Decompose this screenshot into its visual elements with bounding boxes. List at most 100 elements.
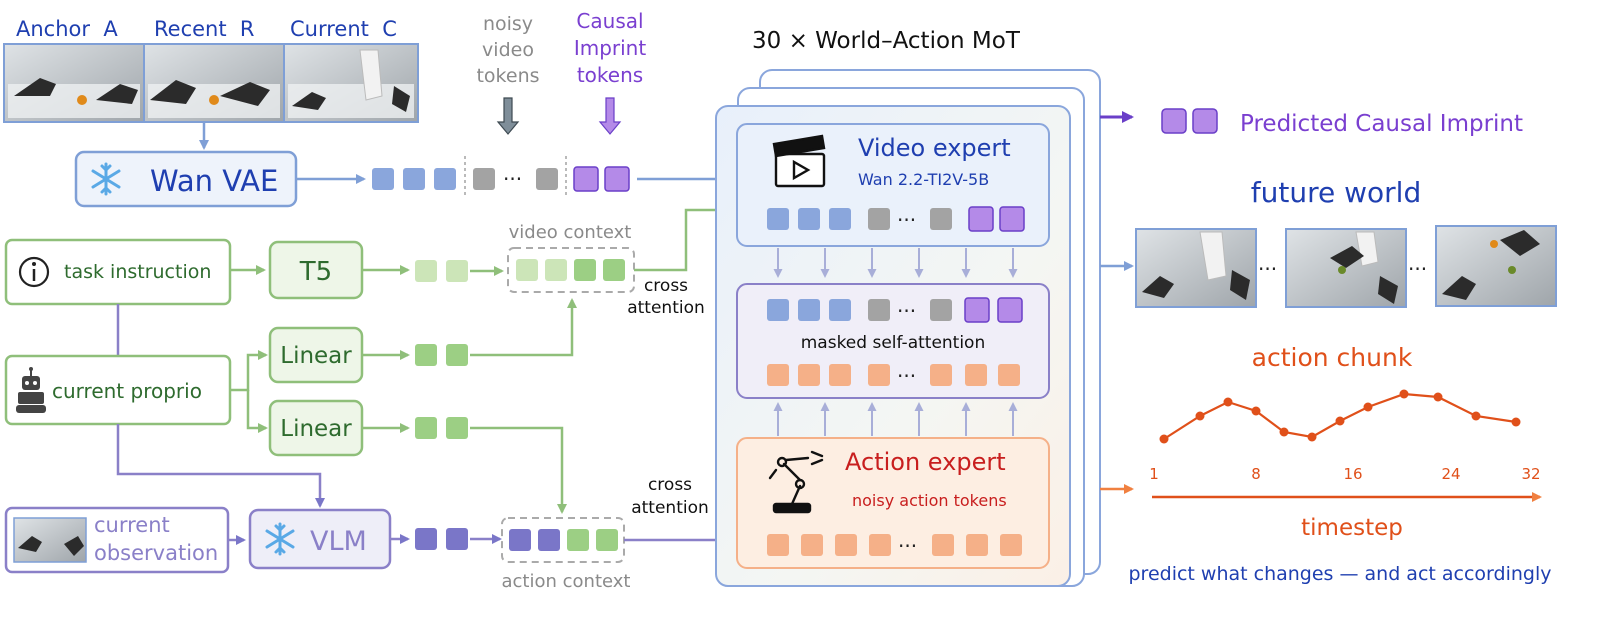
video-expert-block: Video expert Wan 2.2-TI2V-5B ··· [736, 123, 1050, 247]
linear-2-block: Linear [268, 399, 364, 457]
arrows-action-to-attention [773, 402, 1018, 436]
action-curve-line [1163, 392, 1517, 440]
masked-self-attention-label: masked self-attention [801, 333, 986, 353]
svg-text:cross: cross [648, 475, 692, 495]
token-orange [835, 534, 857, 556]
arrow-proprio-to-linear-2 [246, 390, 268, 433]
ellipsis: ··· [897, 364, 916, 388]
token-green-light [516, 259, 538, 281]
down-arrow-icon [598, 97, 622, 135]
vlm-label: VLM [310, 526, 367, 557]
token-orange [1000, 534, 1022, 556]
svg-text:attention: attention [627, 298, 705, 318]
timestep-label: timestep [1301, 515, 1403, 541]
token-orange [801, 534, 823, 556]
arrow-proprio-tokens-to-video-context [470, 298, 577, 357]
frame-current: Current C [283, 17, 419, 123]
current-proprio-block: current proprio [4, 354, 232, 426]
token-purple [573, 166, 599, 192]
token-green [446, 417, 468, 439]
current-observation-block: current observation [4, 506, 230, 574]
robot-gripper-left-icon [150, 80, 196, 104]
robot-gripper-right-icon [220, 82, 270, 106]
input-frames: Anchor A Recent R Current C [3, 17, 419, 123]
tick-label: 16 [1343, 465, 1362, 483]
svg-text:Causal: Causal [576, 9, 643, 33]
action-chunk-curve [1159, 389, 1521, 444]
wan-vae-label: Wan VAE [150, 164, 278, 198]
robot-gripper-right-icon [64, 536, 84, 556]
svg-text:cross: cross [644, 276, 688, 296]
token-purple [964, 297, 990, 323]
ellipsis: ··· [897, 299, 916, 323]
action-expert-subtitle: noisy action tokens [852, 491, 1007, 510]
token-blue [798, 208, 820, 230]
svg-text:tokens: tokens [476, 65, 539, 87]
action-point [1307, 432, 1317, 442]
action-expert-block: Action expert noisy action tokens ··· [736, 437, 1050, 569]
linear-1-label: Linear [280, 343, 352, 369]
token-purple [968, 206, 994, 232]
token-orange [868, 364, 890, 386]
token-blue [798, 299, 820, 321]
ellipsis: ··· [897, 208, 916, 232]
orange-ball-icon [209, 95, 219, 105]
token-gray [473, 168, 495, 190]
token-orange [767, 364, 789, 386]
token-gray [930, 299, 952, 321]
svg-text:attention: attention [631, 498, 709, 518]
linear-1-block: Linear [268, 326, 364, 384]
token-green [415, 344, 437, 366]
token-gray [868, 299, 890, 321]
tick-label: 1 [1149, 465, 1159, 483]
token-navy [538, 529, 560, 551]
action-point [1223, 397, 1233, 407]
token-navy [509, 529, 531, 551]
video-context-label: video context [509, 222, 632, 243]
arrows-video-to-attention [773, 248, 1018, 278]
token-purple [1192, 108, 1218, 134]
predicted-causal-imprint-label: Predicted Causal Imprint [1240, 111, 1523, 137]
down-arrow-icon [496, 97, 520, 135]
action-point [1195, 411, 1205, 421]
frame-current-label: Current C [290, 17, 397, 41]
action-chunk-label: action chunk [1252, 343, 1413, 372]
robot-gripper-right-icon [1378, 276, 1398, 304]
orange-ball-icon [77, 95, 87, 105]
robot-gripper-right-icon [96, 84, 138, 104]
cross-attention-bottom-label: cross attention [631, 475, 709, 518]
robot-icon [16, 367, 46, 413]
ellipsis: ··· [1258, 257, 1277, 281]
token-green [415, 417, 437, 439]
t5-block: T5 [268, 240, 364, 300]
future-world-label: future world [1251, 176, 1421, 209]
robot-gripper-left-icon [1142, 276, 1174, 298]
video-expert-title: Video expert [858, 134, 1011, 162]
token-blue [403, 168, 425, 190]
ellipsis: ··· [898, 534, 917, 558]
token-green [567, 529, 589, 551]
snowflake-icon [91, 162, 121, 196]
current-observation-line-2: observation [94, 541, 218, 565]
fruit-icon [1338, 266, 1346, 274]
robot-arm-icon [1199, 231, 1227, 281]
token-orange [798, 364, 820, 386]
ellipsis: ··· [1408, 257, 1427, 281]
wan-vae-block: Wan VAE [74, 150, 298, 208]
token-green [446, 344, 468, 366]
token-green-light [446, 260, 468, 282]
robot-arm-icon [768, 450, 824, 514]
tick-label: 8 [1251, 465, 1261, 483]
svg-text:video: video [482, 39, 534, 61]
robot-gripper-left-icon [292, 92, 326, 110]
frame-anchor-label: Anchor A [16, 17, 118, 41]
arrow-video-context-to-video-expert [634, 205, 736, 272]
token-orange [930, 364, 952, 386]
tick-label: 32 [1521, 465, 1540, 483]
future-frame [1285, 228, 1407, 308]
robot-gripper-left-icon [1330, 246, 1364, 268]
token-orange [869, 534, 891, 556]
vae-token-row: ··· [372, 156, 630, 198]
frame-anchor: Anchor A [3, 17, 145, 123]
robot-gripper-right-icon [1230, 270, 1250, 300]
